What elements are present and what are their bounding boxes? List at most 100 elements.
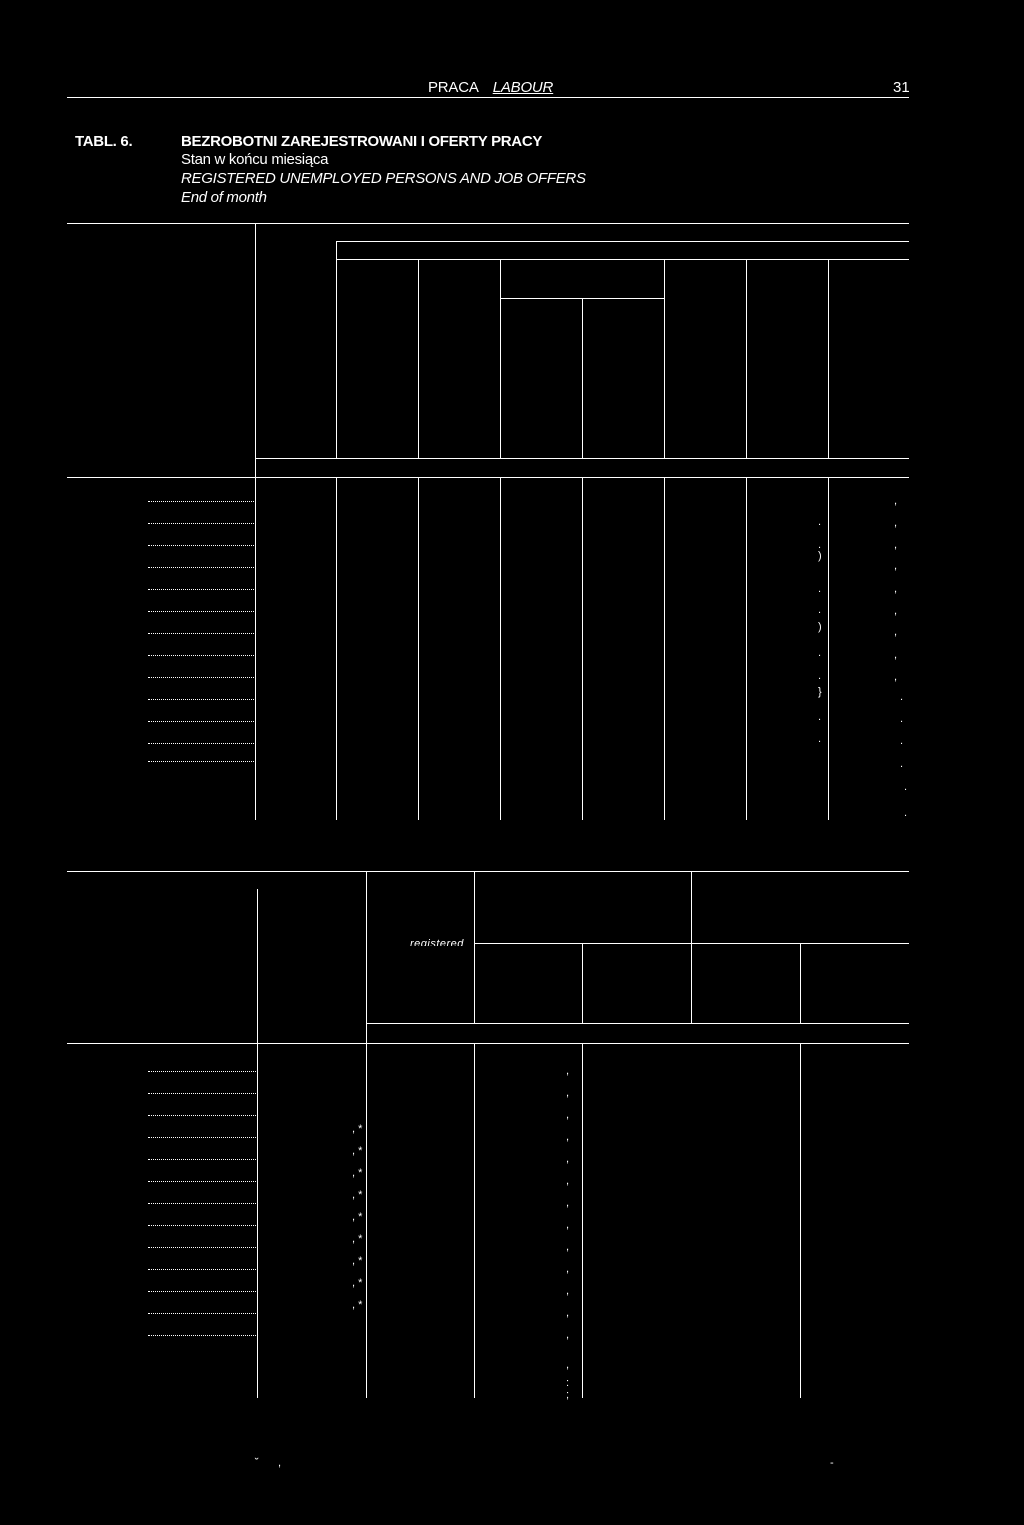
- upper-col-line: [336, 477, 337, 820]
- row-leader-dots: [148, 1215, 256, 1226]
- residual-mark: .: [900, 691, 904, 703]
- row-leader-dots: [148, 751, 256, 762]
- row-leader-dots: [148, 711, 256, 722]
- residual-mark: :: [566, 1377, 570, 1389]
- upper-col-line: [746, 259, 747, 459]
- upper-col-line: [746, 477, 747, 820]
- row-leader-dots: [148, 513, 256, 524]
- lower-col-line: [582, 1043, 583, 1398]
- row-leader-dots: [148, 557, 256, 568]
- lower-col-line: [474, 1043, 475, 1398]
- residual-mark: , *: [352, 1123, 363, 1135]
- residual-mark: .: [818, 516, 822, 528]
- residual-mark: -: [830, 1457, 834, 1469]
- residual-mark: ,: [566, 1219, 570, 1231]
- residual-mark: .: [900, 735, 904, 747]
- lower-col-line: [800, 1043, 801, 1398]
- upper-col-line: [255, 223, 256, 477]
- residual-mark: ,: [566, 1197, 570, 1209]
- row-leader-dots: [148, 1237, 256, 1248]
- residual-mark: ,: [566, 1109, 570, 1121]
- lower-col-line: [257, 1043, 258, 1398]
- lower-table-top-rule: [67, 871, 909, 872]
- row-leader-dots: [148, 1303, 256, 1314]
- upper-col-line: [664, 259, 665, 459]
- upper-col-line: [418, 259, 419, 459]
- table-title-polish: BEZROBOTNI ZAREJESTROWANI I OFERTY PRACY: [181, 133, 543, 150]
- residual-mark: , *: [352, 1211, 363, 1223]
- row-leader-dots: [148, 1259, 256, 1270]
- row-leader-dots: [148, 667, 256, 678]
- row-leader-dots: [148, 1149, 256, 1160]
- residual-mark: .: [904, 781, 908, 793]
- row-leader-dots: [148, 579, 256, 590]
- lower-col-line: [474, 871, 475, 1023]
- residual-mark: ,: [566, 1329, 570, 1341]
- row-leader-dots: [148, 733, 256, 744]
- residual-mark: ,: [566, 1285, 570, 1297]
- lower-col-line: [257, 889, 258, 1043]
- lower-header-bottom-rule: [67, 1043, 909, 1044]
- residual-mark: ,: [566, 1175, 570, 1187]
- row-leader-dots: [148, 491, 256, 502]
- lower-header-rule-2: [366, 1023, 909, 1024]
- residual-mark: ,: [894, 649, 898, 661]
- residual-mark: .: [818, 733, 822, 745]
- residual-mark: ): [818, 550, 822, 562]
- upper-col-line: [418, 477, 419, 820]
- residual-mark: ,: [894, 583, 898, 595]
- residual-mark: ,: [566, 1131, 570, 1143]
- residual-mark: ,: [894, 626, 898, 638]
- residual-mark: ,: [566, 1359, 570, 1371]
- upper-col-line: [828, 259, 829, 459]
- upper-col-line: [582, 298, 583, 459]
- residual-mark: ,: [894, 539, 898, 551]
- residual-mark: ,: [566, 1263, 570, 1275]
- header-rule: [67, 97, 909, 98]
- upper-table-top-rule: [67, 223, 909, 224]
- upper-col-line: [828, 477, 829, 820]
- residual-mark: ,: [566, 1153, 570, 1165]
- residual-mark: ,: [278, 1457, 282, 1469]
- upper-header-rule-2: [336, 259, 909, 260]
- row-leader-dots: [148, 1105, 256, 1116]
- residual-mark: ,: [566, 1307, 570, 1319]
- lower-col-line: [366, 1043, 367, 1398]
- residual-mark: .: [818, 604, 822, 616]
- residual-mark: ,: [566, 1241, 570, 1253]
- residual-mark: ,: [894, 517, 898, 529]
- residual-mark: , *: [352, 1145, 363, 1157]
- table-number: TABL. 6.: [75, 133, 133, 150]
- running-header-polish: PRACA: [428, 79, 479, 96]
- row-leader-dots: [148, 535, 256, 546]
- row-leader-dots: [148, 623, 256, 634]
- row-leader-dots: [148, 1083, 256, 1094]
- row-leader-dots: [148, 1171, 256, 1182]
- table-title-english: REGISTERED UNEMPLOYED PERSONS AND JOB OF…: [181, 170, 586, 187]
- row-leader-dots: [148, 1281, 256, 1292]
- lower-col-line: [366, 871, 367, 1043]
- upper-col-line: [582, 477, 583, 820]
- residual-mark: ): [818, 621, 822, 633]
- residual-mark: , *: [352, 1255, 363, 1267]
- upper-col-line: [500, 477, 501, 820]
- table-subtitle-english: End of month: [181, 189, 267, 206]
- upper-col-line: [500, 259, 501, 459]
- upper-col-line: [336, 241, 337, 459]
- upper-header-bottom-rule: [67, 477, 909, 478]
- residual-mark: ,: [894, 560, 898, 572]
- residual-mark: , *: [352, 1233, 363, 1245]
- residual-mark: .: [818, 647, 822, 659]
- residual-mark: , *: [352, 1299, 363, 1311]
- residual-mark: , *: [352, 1189, 363, 1201]
- running-header-english: LABOUR: [492, 79, 554, 96]
- residual-mark: ,: [894, 671, 898, 683]
- lower-col-line: [582, 943, 583, 1023]
- lower-col-line: [691, 871, 692, 1023]
- row-leader-dots: [148, 1127, 256, 1138]
- residual-mark: .: [904, 807, 908, 819]
- upper-col-line: [664, 477, 665, 820]
- row-leader-dots: [148, 645, 256, 656]
- row-leader-dots: [148, 1325, 256, 1336]
- upper-col-line: [255, 477, 256, 820]
